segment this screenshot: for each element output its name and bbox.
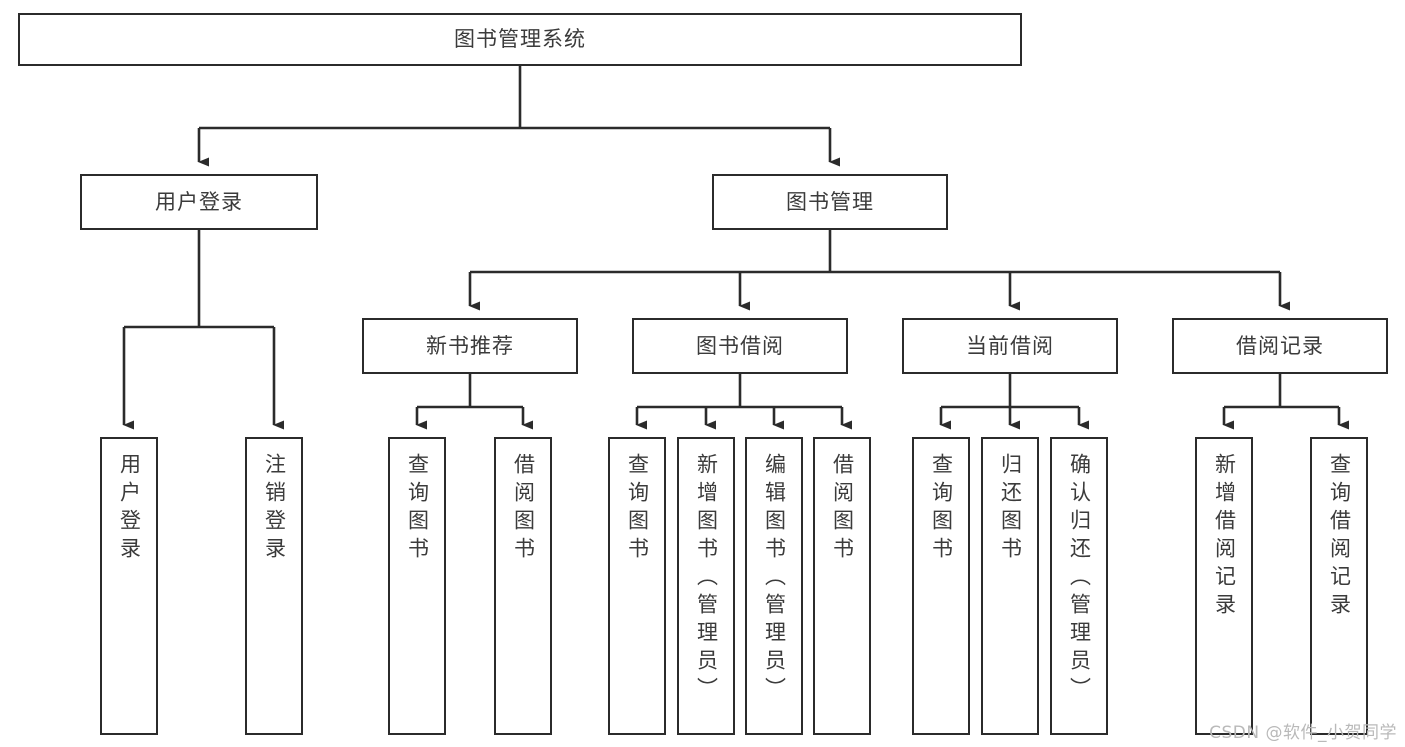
- leaf-book-borrow-borrow-book-label: 借阅图书: [830, 453, 855, 565]
- leaf-current-borrow-return-book[interactable]: 归还图书: [981, 437, 1039, 735]
- node-book-borrow[interactable]: 图书借阅: [632, 318, 848, 374]
- leaf-new-book-query-book-label: 查询图书: [405, 453, 430, 565]
- leaf-current-borrow-query-book[interactable]: 查询图书: [912, 437, 970, 735]
- leaf-book-borrow-borrow-book[interactable]: 借阅图书: [813, 437, 871, 735]
- leaf-borrow-record-add-record[interactable]: 新增借阅记录: [1195, 437, 1253, 735]
- leaf-book-borrow-edit-book-label: 编辑图书（管理员）: [762, 453, 787, 705]
- leaf-current-borrow-confirm-return-label: 确认归还（管理员）: [1067, 453, 1092, 705]
- leaf-new-book-borrow-book[interactable]: 借阅图书: [494, 437, 552, 735]
- node-current-borrow-label: 当前借阅: [966, 333, 1054, 358]
- csdn-watermark: CSDN @软件_小贺同学: [1209, 723, 1397, 743]
- node-user-login[interactable]: 用户登录: [80, 174, 318, 230]
- node-root-system-label: 图书管理系统: [454, 27, 586, 51]
- leaf-book-borrow-query-book-label: 查询图书: [625, 453, 650, 565]
- leaf-user-login-logout[interactable]: 注销登录: [245, 437, 303, 735]
- node-book-borrow-label: 图书借阅: [696, 333, 784, 358]
- node-borrow-record-label: 借阅记录: [1236, 333, 1324, 358]
- node-root-system[interactable]: 图书管理系统: [18, 13, 1022, 66]
- leaf-current-borrow-confirm-return[interactable]: 确认归还（管理员）: [1050, 437, 1108, 735]
- node-user-login-label: 用户登录: [155, 189, 243, 214]
- leaf-current-borrow-query-book-label: 查询图书: [929, 453, 954, 565]
- node-new-book-recommend-label: 新书推荐: [426, 333, 514, 358]
- leaf-borrow-record-query-record[interactable]: 查询借阅记录: [1310, 437, 1368, 735]
- leaf-new-book-borrow-book-label: 借阅图书: [511, 453, 536, 565]
- leaf-borrow-record-query-record-label: 查询借阅记录: [1327, 453, 1352, 621]
- node-book-management-label: 图书管理: [786, 189, 874, 214]
- node-new-book-recommend[interactable]: 新书推荐: [362, 318, 578, 374]
- leaf-user-login-logout-label: 注销登录: [262, 453, 287, 565]
- leaf-user-login-login-label: 用户登录: [117, 453, 142, 565]
- leaf-book-borrow-add-book-label: 新增图书（管理员）: [694, 453, 719, 705]
- leaf-book-borrow-edit-book[interactable]: 编辑图书（管理员）: [745, 437, 803, 735]
- leaf-book-borrow-query-book[interactable]: 查询图书: [608, 437, 666, 735]
- leaf-borrow-record-add-record-label: 新增借阅记录: [1212, 453, 1237, 621]
- leaf-current-borrow-return-book-label: 归还图书: [998, 453, 1023, 565]
- node-book-management[interactable]: 图书管理: [712, 174, 948, 230]
- leaf-book-borrow-add-book[interactable]: 新增图书（管理员）: [677, 437, 735, 735]
- node-borrow-record[interactable]: 借阅记录: [1172, 318, 1388, 374]
- node-current-borrow[interactable]: 当前借阅: [902, 318, 1118, 374]
- leaf-user-login-login[interactable]: 用户登录: [100, 437, 158, 735]
- leaf-new-book-query-book[interactable]: 查询图书: [388, 437, 446, 735]
